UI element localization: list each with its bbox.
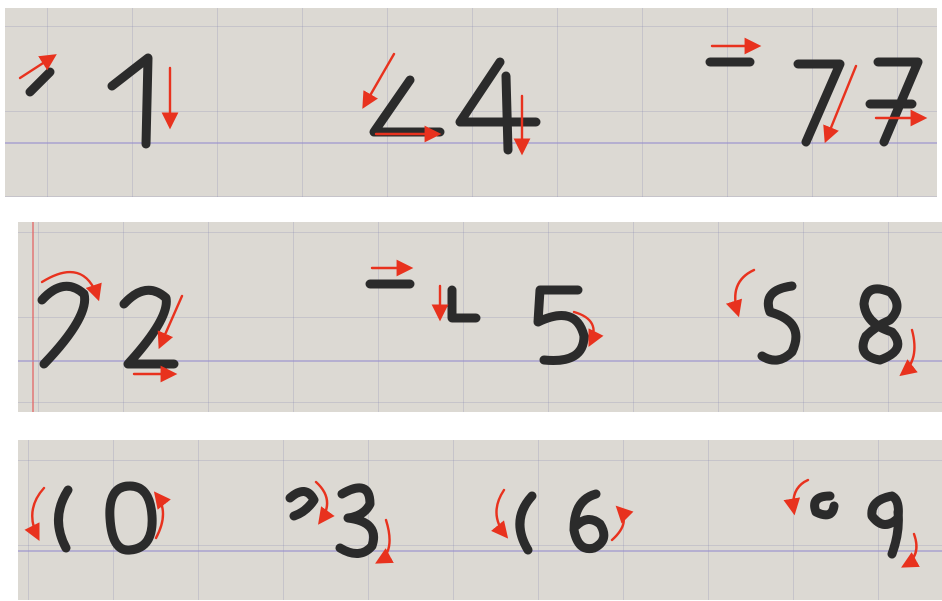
stroke-4-step [369,75,445,137]
ruled-baseline [18,550,942,552]
arrow-icon [24,486,46,542]
arrow-icon [153,491,171,540]
arrow-icon [362,52,396,109]
digit-5 [533,285,589,365]
digit-2 [119,285,179,369]
stroke-6-step [515,491,537,555]
arrow-icon [899,328,918,377]
arrow-icon [901,532,920,568]
arrow-icon [18,54,57,80]
photo-strip-row-3 [18,440,942,600]
digit-8 [858,284,903,365]
digit-7 [793,59,845,147]
arrow-icon [375,518,394,564]
stroke-0-step [53,485,73,553]
margin-line [32,222,34,412]
stroke-9-step [810,491,839,520]
digit-0 [105,481,157,555]
stroke-3-step [285,487,319,521]
digit-7-crossed [865,57,923,147]
arrow-icon [610,505,634,542]
arrow-icon [40,270,102,302]
digit-3 [335,483,378,558]
digit-4 [455,57,541,155]
digit-6 [569,489,609,554]
ruled-baseline [5,142,937,144]
arrow-icon [490,488,509,539]
ruled-baseline [18,360,942,362]
stroke-5-step [365,279,481,323]
arrow-icon [157,294,184,350]
arrow-icon [314,480,335,525]
digit-9 [867,491,903,559]
stroke-8-step [757,281,801,365]
arrow-icon [572,310,604,348]
arrow-icon [783,478,810,516]
digit-1 [107,53,153,149]
stroke-2-step [37,281,90,369]
arrow-icon [823,64,858,144]
stroke-1-step [25,67,55,97]
arrow-icon [725,268,756,318]
